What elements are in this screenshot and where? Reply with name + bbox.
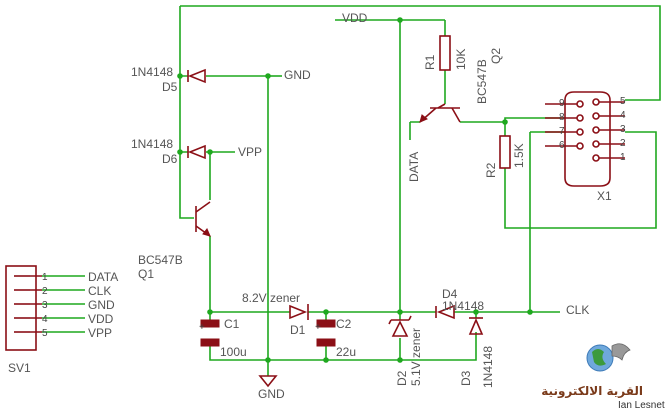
junctions [177, 17, 533, 363]
q2-name: Q2 [489, 48, 503, 64]
junction [265, 73, 271, 79]
sv1-pin-label-4: VDD [88, 312, 114, 326]
diode-d5 [187, 68, 206, 84]
c2-value: 22u [336, 345, 356, 359]
plug-icon [611, 343, 631, 361]
net-label-vpp: VPP [238, 145, 262, 159]
wire-q2-base [409, 121, 420, 140]
junction [527, 309, 533, 315]
junction [397, 17, 403, 23]
x1-pin-2: 2 [620, 138, 626, 149]
net-label-data: DATA [407, 152, 421, 182]
x1-name: X1 [597, 189, 612, 203]
junction [207, 149, 213, 155]
r2-name: R2 [484, 162, 498, 178]
junction [323, 309, 329, 315]
r1-value: 10K [454, 49, 468, 70]
r2-value: 1.5K [512, 143, 526, 168]
diode-d6 [187, 144, 206, 160]
svg-text:+: + [315, 322, 321, 333]
wire-d6 [179, 76, 235, 153]
labels: VDD GND VPP CLK GND DATA 1N4148 D5 1N414… [8, 11, 626, 401]
d4-name: D4 [442, 287, 458, 301]
svg-text:+: + [199, 322, 205, 333]
d3-value: 1N4148 [481, 346, 495, 388]
d2-name: D2 [395, 370, 409, 386]
zener-d1 [289, 304, 309, 320]
x1-pin-5: 5 [620, 96, 626, 107]
sv1-pin-label-2: CLK [88, 284, 111, 298]
x1-pin-6: 6 [559, 140, 565, 151]
transistor-q2 [419, 103, 461, 123]
q1-value: BC547B [138, 253, 183, 267]
junction [177, 73, 183, 79]
wire-gnd-rail [209, 332, 477, 361]
net-label-clk: CLK [566, 303, 589, 317]
resistor-r1 [439, 35, 451, 71]
net-label-gnd-top: GND [284, 68, 311, 82]
x1-pin-7: 7 [559, 126, 565, 137]
q1-name: Q1 [138, 267, 154, 281]
net-label-vdd: VDD [342, 11, 368, 25]
d3-name: D3 [459, 370, 473, 386]
junction [323, 357, 329, 363]
junction [473, 309, 479, 315]
junction [397, 357, 403, 363]
sv1-name: SV1 [8, 361, 31, 375]
x1-pin-9: 9 [559, 98, 565, 109]
junction [177, 149, 183, 155]
x1-pin-1: 1 [620, 152, 626, 163]
d6-value: 1N4148 [131, 137, 173, 151]
sv1-pin-label-5: VPP [88, 326, 112, 340]
diode-d3 [468, 317, 484, 335]
sv1-pin-label-3: GND [88, 298, 115, 312]
zener-d2 [388, 315, 412, 337]
wire-sv1 [42, 275, 85, 333]
d5-name: D5 [162, 80, 178, 94]
sv1-pin-num-2: 2 [42, 286, 48, 297]
r1-name: R1 [423, 54, 437, 70]
c2-name: C2 [336, 317, 352, 331]
x1-pin-8: 8 [559, 112, 565, 123]
capacitor-c2: + [315, 319, 336, 347]
sv1-pin-label-1: DATA [88, 270, 118, 284]
junction [265, 357, 271, 363]
junction [502, 119, 508, 125]
x1-pin-3: 3 [620, 124, 626, 135]
junction [207, 309, 213, 315]
diode-d4 [435, 304, 455, 320]
d4-value: 1N4148 [442, 299, 484, 313]
d1-value: 8.2V zener [242, 291, 300, 305]
sv1-pin-num-1: 1 [42, 272, 48, 283]
wire-outer-loop [179, 5, 661, 101]
village-logo: القرية الالكترونية Ian Lesnet [541, 343, 665, 411]
c1-value: 100u [220, 345, 247, 359]
junction [397, 309, 403, 315]
logo-author: Ian Lesnet [618, 400, 665, 411]
c1-name: C1 [224, 317, 240, 331]
wire-q1 [179, 152, 211, 219]
sv1-pin-num-4: 4 [42, 314, 48, 325]
header-sv1 [5, 265, 42, 351]
transistor-q1 [195, 201, 211, 237]
sv1-pin-num-3: 3 [42, 300, 48, 311]
d6-name: D6 [162, 152, 178, 166]
sv1-pin-num-5: 5 [42, 328, 48, 339]
net-label-gnd-bottom: GND [258, 387, 285, 401]
wire-x1-pin7 [529, 131, 565, 312]
ground-symbol [258, 375, 278, 388]
wires [42, 5, 661, 376]
capacitor-c1: + [199, 319, 220, 347]
logo-arabic-text: القرية الالكترونية [541, 384, 643, 399]
x1-pin-4: 4 [620, 110, 626, 121]
connector-x1 [545, 91, 625, 187]
resistor-r2 [499, 135, 511, 169]
d2-value: 5.1V zener [409, 328, 423, 386]
d1-name: D1 [290, 323, 306, 337]
q2-value: BC547B [475, 59, 489, 104]
d5-value: 1N4148 [131, 65, 173, 79]
